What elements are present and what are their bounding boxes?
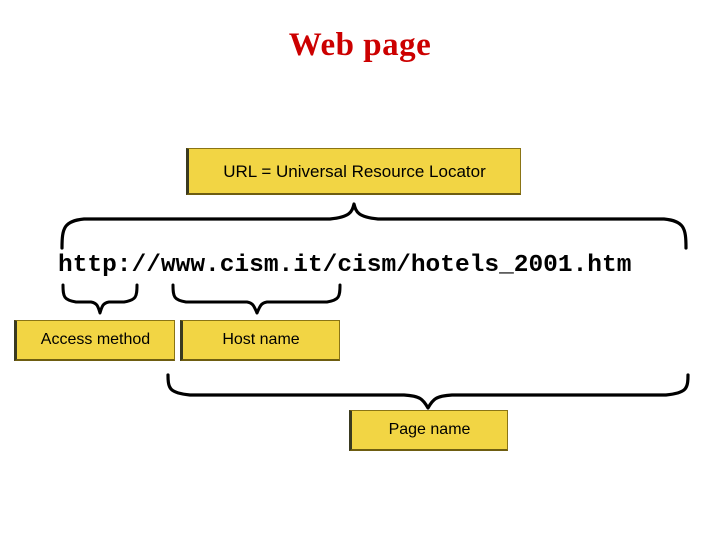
url-definition-label: URL = Universal Resource Locator <box>223 161 486 181</box>
brace-access-method <box>61 283 139 315</box>
brace-page-name <box>166 373 690 410</box>
brace-host-name <box>171 283 342 315</box>
page-name-label: Page name <box>388 421 471 438</box>
host-name-label: Host name <box>222 331 300 348</box>
host-name-box: Host name <box>180 320 340 361</box>
brace-url-whole <box>60 202 688 250</box>
access-method-label: Access method <box>40 331 151 348</box>
url-string: http://www.cism.it/cism/hotels_2001.htm <box>58 252 632 279</box>
page-name-box: Page name <box>349 410 508 451</box>
url-definition-box: URL = Universal Resource Locator <box>186 148 521 195</box>
access-method-box: Access method <box>14 320 175 361</box>
page-title: Web page <box>288 27 432 63</box>
